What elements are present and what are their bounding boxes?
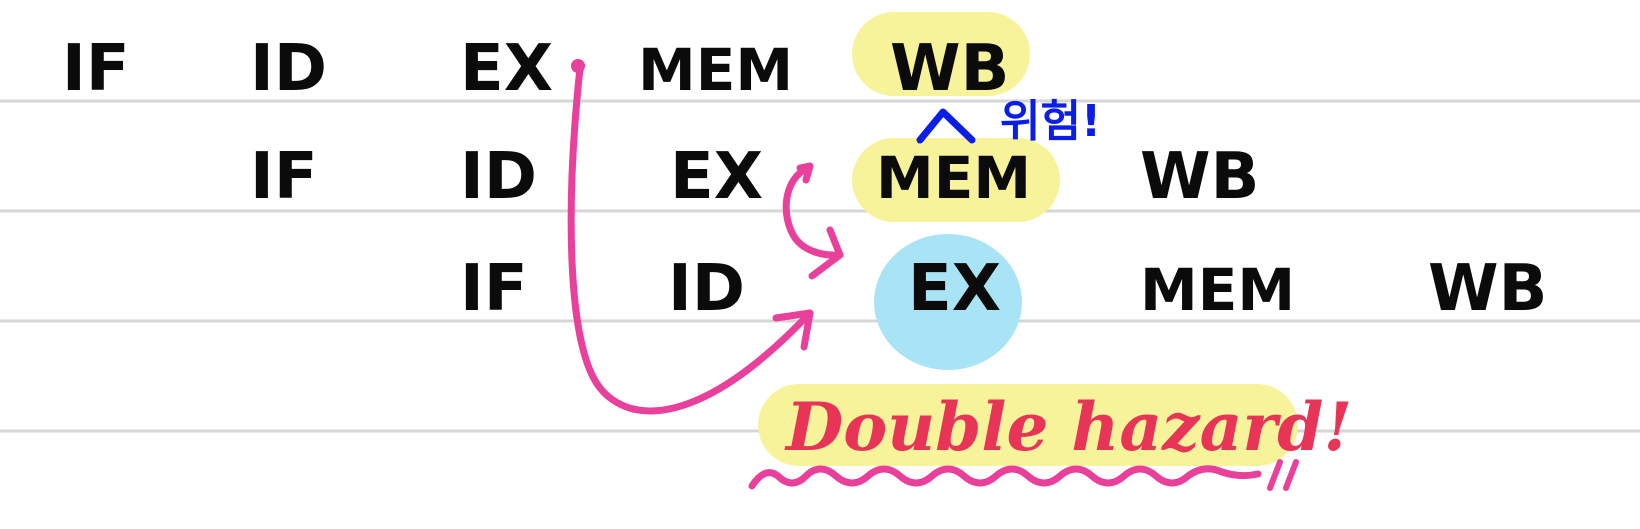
- stage-label: MEM: [1140, 256, 1295, 324]
- stage-label: ID: [460, 140, 537, 214]
- blue-note-group: 위험!: [916, 96, 1101, 147]
- stage-label: WB: [1140, 140, 1259, 214]
- pipeline-row-3: IF ID EX MEM WB: [460, 252, 1547, 326]
- stage-label: IF: [250, 140, 318, 214]
- pipeline-row-2: IF ID EX MEM WB: [250, 140, 1259, 214]
- stage-label: IF: [62, 32, 130, 106]
- highlight-mem-row2: [852, 138, 1060, 222]
- double-hazard-group: Double hazard!: [748, 388, 1352, 491]
- stage-label: MEM: [876, 144, 1031, 212]
- stage-label: EX: [670, 140, 763, 214]
- forward-arrow-long-head: [772, 309, 814, 351]
- highlight-double-hazard: [758, 384, 1298, 466]
- forward-arrow-long: [567, 64, 812, 415]
- double-tick-icon: [1267, 459, 1299, 491]
- warning-note: 위험!: [1000, 96, 1101, 147]
- highlight-wb-row1: [852, 12, 1030, 96]
- forward-arrow-short-head: [796, 162, 844, 280]
- wavy-underline-icon: [748, 465, 1262, 490]
- pipeline-row-1: IF ID EX MEM WB: [62, 32, 1009, 106]
- stage-label: WB: [1428, 252, 1547, 326]
- stage-label: EX: [908, 252, 1001, 326]
- caret-up-icon: [916, 108, 976, 144]
- forward-arrow-short: [782, 164, 842, 259]
- stage-label: IF: [460, 252, 528, 326]
- stage-label: WB: [890, 32, 1009, 106]
- highlights: [758, 12, 1298, 466]
- stage-label: MEM: [638, 36, 793, 104]
- forwarding-arrows: [567, 59, 844, 415]
- stage-label: EX: [460, 32, 553, 106]
- stage-label: ID: [668, 252, 745, 326]
- stage-label: ID: [250, 32, 327, 106]
- double-hazard-label: Double hazard!: [784, 388, 1352, 466]
- highlight-ex-row3: [874, 234, 1022, 370]
